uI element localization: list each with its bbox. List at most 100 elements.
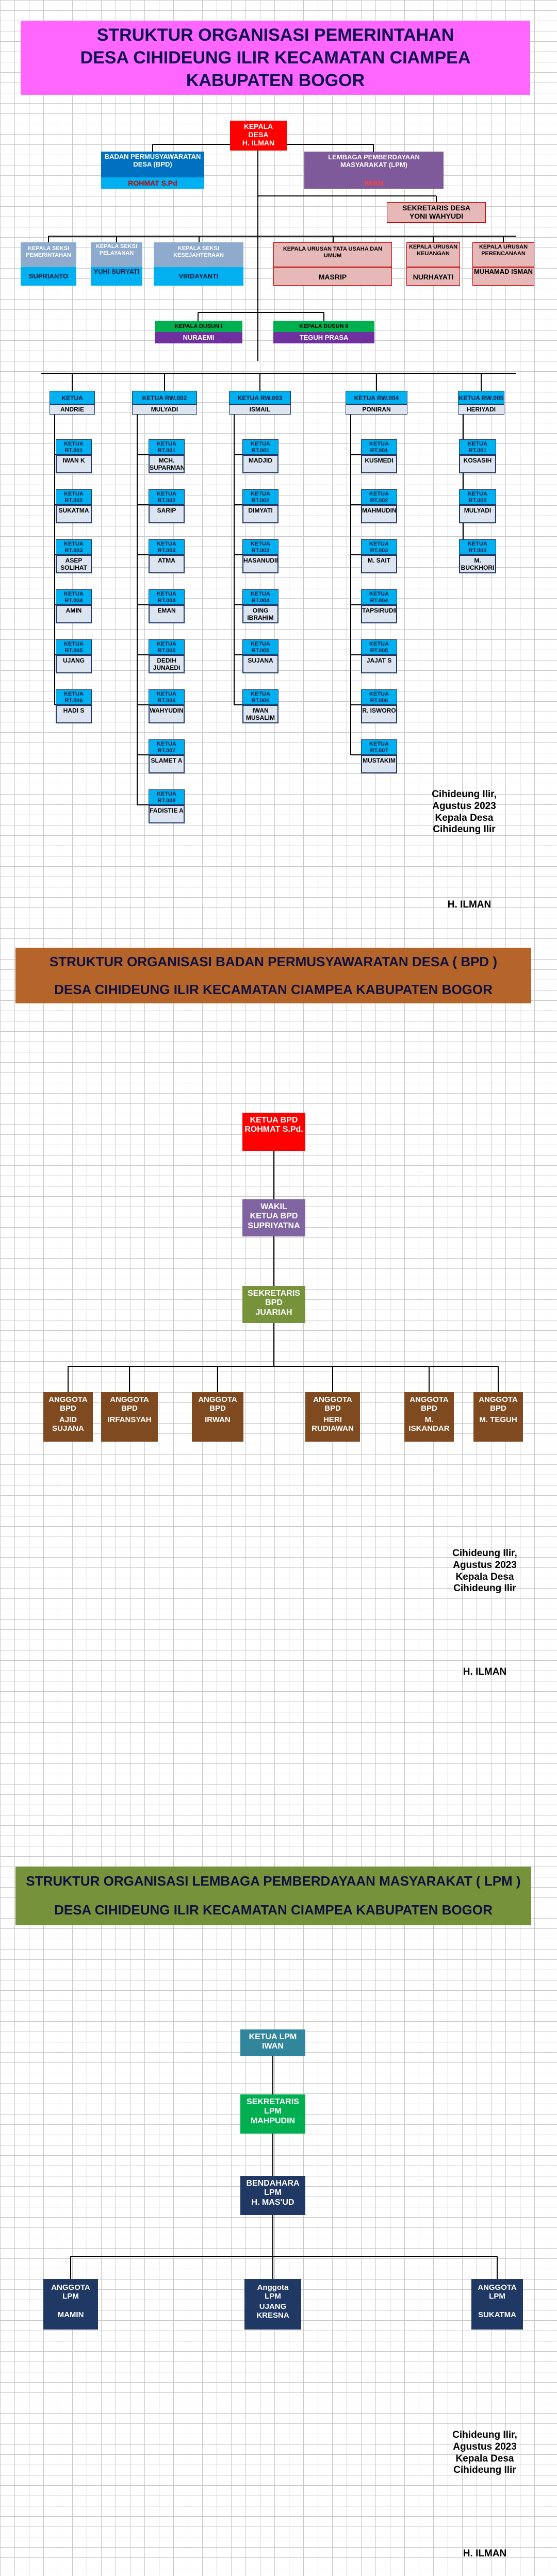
section3-sign-line2: Agustus 2023 — [453, 2441, 517, 2452]
section1-sign-line3: Kepala Desa — [435, 812, 494, 823]
kasi-kesejahteraan-box: KEPALA SEKSI KESEJAHTERAAN — [154, 242, 243, 267]
lpm-anggota-role-line1: ANGGOTA — [51, 2283, 90, 2292]
bpd-anggota-role-line2: BPD — [324, 1404, 341, 1413]
rt-name: SUKATMA — [56, 505, 92, 523]
lpm-anggota-name: SUKATMA — [478, 2310, 516, 2319]
rt-role: KETUA RT.004 — [369, 591, 389, 604]
bpd-name: ROHMAT S.Pd — [101, 177, 204, 189]
kaur-tu-role: KEPALA URUSAN TATA USAHA DAN UMUM — [283, 246, 383, 259]
rw-name: ANDRIE — [50, 404, 95, 415]
kasi-pemerintahan-role: KEPALA SEKSI PEMERINTAHAN — [26, 245, 71, 258]
rt-role: KETUA RT.007 — [157, 741, 176, 754]
rw-role: KETUA RW.005 — [458, 394, 504, 402]
rt-role: KETUA RT.007 — [369, 741, 389, 754]
rt-role: KETUA RT.006 — [369, 691, 389, 704]
kasi-pelayanan-box: KEPALA SEKSI PELAYANAN — [91, 242, 142, 267]
kepala-desa-role2: DESA — [248, 130, 269, 139]
rt-box: KETUA RT.005 — [361, 639, 397, 655]
ketua-bpd-box: KETUA BPD ROHMAT S.Pd. — [242, 1113, 305, 1151]
kasi-pelayanan-name: YUHI SURYATI — [91, 267, 142, 286]
rt-name: FADISTIE A — [149, 805, 185, 823]
bendahara-lpm-role2: LPM — [264, 2188, 282, 2198]
rt-name: R. ISWORO — [361, 705, 397, 723]
rt-box: KETUA RT.002 — [361, 489, 397, 505]
sekretaris-bpd-role1: SEKRETARIS — [248, 1289, 300, 1298]
rt-name: IWAN K — [56, 455, 92, 473]
dusun2-name: TEGUH PRASA — [273, 332, 374, 343]
bpd-anggota-name: M. TEGUH — [479, 1415, 517, 1424]
kasi-kesejahteraan-name: VIRDAYANTI — [154, 267, 243, 286]
rw-name: MULYADI — [132, 404, 197, 415]
rt-name: MAHMUDIN — [361, 505, 397, 523]
rt-role: KETUA RT.001 — [251, 441, 270, 454]
section1-title: STRUKTUR ORGANISASI PEMERINTAHAN DESA CI… — [21, 21, 530, 95]
section3-sign-line1: Cihideung Ilir, — [452, 2430, 517, 2440]
kasi-pemerintahan-box: KEPALA SEKSI PEMERINTAHAN — [21, 242, 76, 267]
rt-name: MCH. SUPARMAN — [149, 455, 185, 473]
section1-title-line3: KABUPATEN BOGOR — [186, 71, 365, 90]
bpd-anggota-role-line2: BPD — [60, 1404, 76, 1413]
rt-role: KETUA RT.002 — [157, 491, 176, 504]
rt-name: MULYADI — [459, 505, 496, 523]
rt-role: KETUA RT.003 — [251, 541, 270, 554]
section2-sign-line1: Cihideung Ilir, — [452, 1548, 517, 1559]
bpd-anggota-role-line1: ANGGOTA — [479, 1395, 518, 1404]
rw-role: KETUA RW.003 — [237, 394, 283, 402]
sekretaris-bpd-name: JUARIAH — [255, 1308, 292, 1317]
ketua-bpd-name: ROHMAT S.Pd. — [244, 1125, 303, 1134]
kaur-tu-box: KEPALA URUSAN TATA USAHA DAN UMUM — [273, 242, 392, 267]
rt-name: KOSASIH — [459, 455, 496, 473]
lpm-anggota-role-line2: LPM — [265, 2292, 281, 2301]
rt-box: KETUA RT.005 — [56, 639, 92, 655]
sekdes-role: SEKRETARIS DESA — [402, 204, 470, 212]
lpm-anggota-role-line2: LPM — [62, 2292, 79, 2301]
rt-name: IWAN MUSALIM — [242, 705, 278, 723]
wakil-bpd-role1: WAKIL — [260, 1202, 287, 1211]
dusun1-role: KEPALA DUSUN I — [155, 321, 242, 332]
rw-box: KETUA RW.001 — [50, 391, 95, 404]
rt-box: KETUA RT.007 — [361, 739, 397, 755]
rt-role: KETUA RT.005 — [157, 641, 176, 654]
rt-role: KETUA RT.008 — [157, 791, 176, 804]
rt-box: KETUA RT.003 — [459, 539, 496, 555]
section3-signature: Cihideung Ilir, Agustus 2023 Kepala Desa… — [444, 2430, 526, 2476]
rt-name: TAPSIRUDIN — [361, 605, 397, 623]
bpd-anggota-name: HERI RUDIAWAN — [312, 1415, 354, 1433]
bpd-anggota-name: IRFANSYAH — [107, 1415, 152, 1424]
rt-role: KETUA RT.005 — [251, 641, 270, 654]
lpm-role: LEMBAGA PEMBERDAYAAN MASYARAKAT (LPM) — [328, 153, 420, 169]
rt-name: M. SAIT — [361, 555, 397, 573]
kaur-perencanaan-box: KEPALA URUSAN PERENCANAAN — [472, 242, 534, 267]
rt-box: KETUA RT.008 — [149, 789, 185, 805]
bpd-anggota-role-line2: BPD — [121, 1404, 138, 1413]
wakil-bpd-box: WAKIL KETUA BPD SUPRIYATNA — [242, 1199, 305, 1236]
bendahara-lpm-box: BENDAHARA LPM H. MAS'UD — [240, 2176, 305, 2215]
rt-box: KETUA RT.001 — [242, 439, 278, 455]
section1-title-line1: STRUKTUR ORGANISASI PEMERINTAHAN — [96, 25, 454, 45]
section1-title-line2: DESA CIHIDEUNG ILIR KECAMATAN CIAMPEA — [80, 48, 471, 68]
bpd-anggota-role-line1: ANGGOTA — [409, 1395, 449, 1404]
rt-name: HADI S — [56, 705, 92, 723]
bpd-anggota-name: AJID SUJANA — [52, 1415, 84, 1433]
rt-name: OING IBRAHIM — [242, 605, 278, 623]
rt-box: KETUA RT.004 — [242, 589, 278, 605]
rt-name: EMAN — [149, 605, 185, 623]
section3-sign-line4: Cihideung Ilir — [453, 2465, 516, 2476]
bpd-box: BADAN PERMUSYAWARATAN DESA (BPD) — [101, 152, 204, 177]
rt-name: HASANUDIN — [242, 555, 278, 573]
rt-name: WAHYUDIN — [149, 705, 185, 723]
rt-box: KETUA RT.005 — [149, 639, 185, 655]
rt-box: KETUA RT.005 — [242, 639, 278, 655]
kepala-desa-box: KEPALA DESA H. ILMAN — [230, 121, 287, 151]
rt-name: MADJID — [242, 455, 278, 473]
bpd-anggota-role-line2: BPD — [421, 1404, 437, 1413]
rt-role: KETUA RT.004 — [64, 591, 84, 604]
rt-box: KETUA RT.006 — [361, 689, 397, 705]
rw-role: KETUA RW.002 — [142, 394, 187, 402]
sekretaris-bpd-box: SEKRETARIS BPD JUARIAH — [242, 1286, 305, 1323]
